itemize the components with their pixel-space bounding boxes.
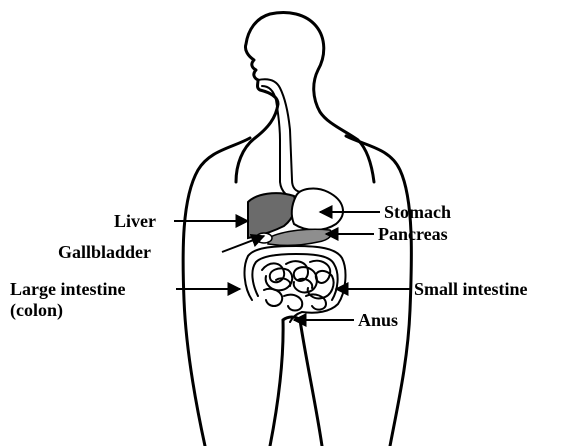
label-large-intestine: Large intestine: [10, 279, 125, 299]
label-colon: (colon): [10, 300, 63, 320]
label-small-intestine: Small intestine: [414, 279, 528, 299]
label-stomach: Stomach: [384, 202, 451, 222]
esophagus: [258, 79, 302, 200]
small-intestine-shape: [262, 261, 334, 311]
label-anus: Anus: [358, 310, 398, 330]
label-gallbladder: Gallbladder: [58, 242, 151, 262]
label-liver: Liver: [114, 211, 156, 231]
pancreas-shape: [268, 229, 332, 245]
stomach-shape: [292, 189, 343, 230]
label-pancreas: Pancreas: [378, 224, 448, 244]
leader-lines: [174, 212, 410, 320]
